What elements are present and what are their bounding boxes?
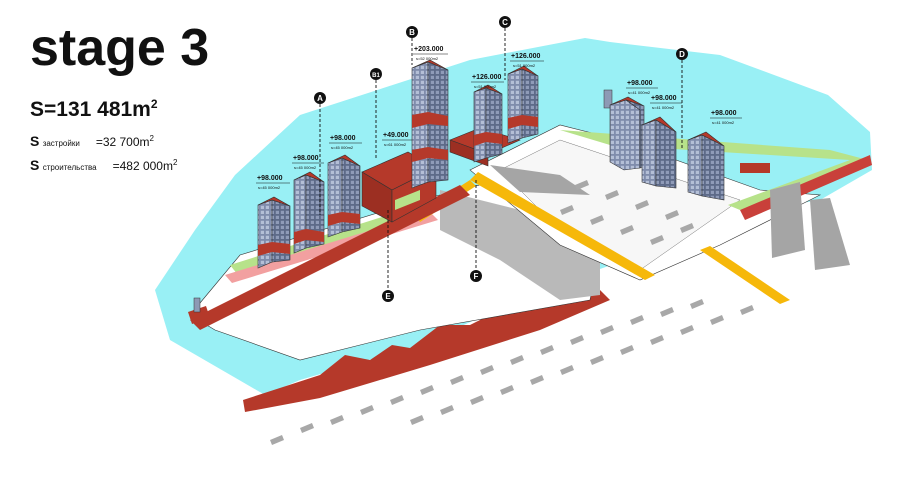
building-d3 (687, 131, 725, 201)
height-label-a2: +98.000 s=45 000m2 (292, 155, 324, 170)
area-c1: s=51 000m2 (474, 84, 497, 89)
height-label-a1: +98.000 s=45 000m2 (256, 175, 290, 190)
marker-d-label: D (679, 50, 685, 59)
footprint-sup: 2 (149, 134, 154, 143)
height-label-c1: +126.000 s=51 000m2 (471, 74, 504, 89)
area-c2: s=51 000m2 (513, 63, 536, 68)
height-a3: +98.000 (330, 135, 356, 142)
small-red-block (740, 163, 770, 173)
area-a1: s=45 000m2 (258, 185, 281, 190)
height-label-b: +203.000 s=52 000m2 (413, 46, 448, 61)
building-d-small (603, 89, 613, 109)
marker-a: A (314, 92, 326, 104)
marker-f-label: F (474, 272, 479, 281)
height-label-d2: +98.000 s=41 000m2 (650, 95, 682, 110)
height-b: +203.000 (414, 46, 443, 53)
shadow-2 (770, 182, 805, 258)
footprint-s: S (30, 133, 40, 149)
construction-area: S строительства =482 000m2 (30, 157, 177, 173)
height-c2: +126.000 (511, 53, 540, 60)
embankment (243, 290, 610, 412)
height-d1: +98.000 (627, 80, 653, 87)
marker-b1: B1 (370, 68, 382, 80)
marker-c-label: C (502, 18, 508, 27)
marker-f: F (470, 270, 482, 282)
marker-b-label: B (409, 28, 415, 37)
promenade (190, 185, 470, 330)
parking-marks (270, 180, 754, 445)
marker-a-label: A (317, 94, 323, 103)
building-a3 (327, 154, 361, 238)
construction-sup: 2 (172, 158, 178, 167)
marker-e: E (382, 290, 394, 302)
height-b1: +49.000 (383, 132, 409, 139)
height-d3: +98.000 (711, 110, 737, 117)
yellow-path-east (700, 246, 790, 304)
pier (188, 306, 210, 324)
footprint-area: S застройки =32 700m2 (30, 133, 154, 149)
page-title: stage 3 (30, 19, 210, 77)
marker-d: D (676, 48, 688, 60)
height-d2: +98.000 (651, 95, 677, 102)
area-d1: s=41 000m2 (628, 90, 651, 95)
footprint-value: =32 700m (95, 135, 150, 149)
total-area-sup: 2 (150, 97, 158, 111)
height-c1: +126.000 (472, 74, 501, 81)
building-d1 (609, 96, 645, 171)
leader-lines (319, 28, 683, 290)
height-label-d3: +98.000 s=41 000m2 (710, 110, 742, 125)
height-label-b1: +49.000 s=61 000m2 (382, 132, 412, 147)
total-area: S=131 481m2 (30, 97, 158, 122)
marker-c: C (499, 16, 511, 28)
building-a2 (293, 171, 325, 254)
area-d2: s=41 000m2 (652, 105, 675, 110)
height-a2: +98.000 (293, 155, 319, 162)
construction-value: =482 000m (112, 159, 173, 173)
marker-e-label: E (385, 292, 391, 301)
pier-tower (193, 297, 201, 313)
shadow-1 (490, 165, 590, 195)
height-label-c2: +126.000 s=51 000m2 (510, 53, 544, 68)
platform-grey (440, 190, 600, 300)
building-d2 (641, 116, 677, 189)
area-a3: s=45 000m2 (331, 145, 354, 150)
total-area-value: S=131 481m (30, 98, 151, 121)
area-d3: s=41 000m2 (712, 120, 735, 125)
height-label-a3: +98.000 s=45 000m2 (329, 135, 362, 150)
area-a2: s=45 000m2 (294, 165, 317, 170)
height-a1: +98.000 (257, 175, 283, 182)
marker-b1-label: B1 (372, 73, 380, 79)
construction-s: S (30, 157, 40, 173)
height-label-d1: +98.000 s=41 000m2 (626, 80, 658, 95)
building-a1 (257, 196, 291, 269)
area-b1: s=61 000m2 (384, 142, 407, 147)
building-c2 (507, 65, 539, 144)
building-c1 (473, 84, 503, 163)
building-b (411, 59, 449, 189)
yellow-path-diagonal (470, 172, 655, 280)
shadow-3 (810, 198, 850, 270)
footprint-sub: застройки (42, 139, 80, 148)
construction-sub: строительства (42, 163, 97, 172)
area-b: s=52 000m2 (416, 56, 439, 61)
marker-b: B (406, 26, 418, 38)
